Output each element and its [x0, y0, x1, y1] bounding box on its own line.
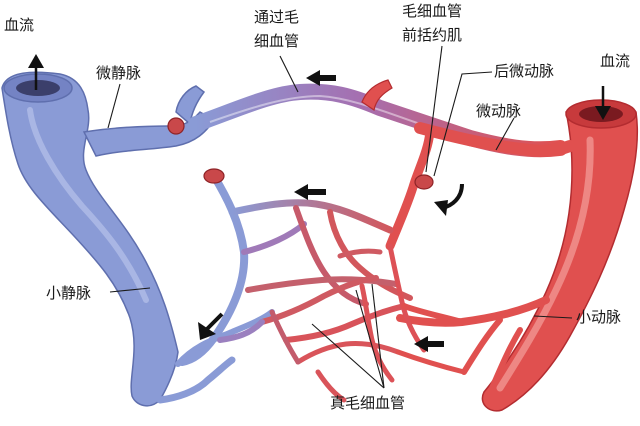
label-arteriole: 微动脉	[476, 102, 521, 120]
label-metarteriole: 后微动脉	[494, 62, 554, 80]
small-vein-highlight	[27, 107, 149, 303]
small-vein-vessel	[1, 71, 179, 407]
label-blood-flow-right: 血流	[600, 52, 630, 70]
label-thoroughfare-channel-1: 通过毛	[254, 8, 299, 26]
vein-lower-capillary	[178, 172, 249, 366]
arrow-down-artery	[595, 86, 611, 120]
arrow-left-channel	[306, 70, 336, 86]
label-precap-sphincter-1: 毛细血管	[402, 2, 462, 20]
label-venule: 微静脉	[96, 64, 141, 82]
label-true-capillaries: 真毛细血管	[330, 394, 405, 412]
metarteriole-vessel	[385, 127, 435, 251]
arrow-curved-metarteriole	[434, 183, 464, 216]
sphincter-1	[414, 174, 434, 190]
arrow-left-capillary-top	[294, 184, 326, 200]
precapillary-sphincters	[167, 117, 434, 190]
label-precap-sphincter-2: 前括约肌	[402, 26, 462, 44]
label-blood-flow-left: 血流	[4, 16, 34, 34]
arrow-left-lower-right	[414, 336, 444, 352]
vein-network	[1, 71, 275, 407]
sphincter-3	[167, 117, 185, 135]
arteriole-vessel	[414, 122, 576, 157]
true-capillaries-mesh	[217, 199, 467, 403]
small-artery-vessel	[481, 102, 638, 412]
small-artery-highlight	[496, 136, 594, 392]
label-small-artery: 小动脉	[576, 308, 621, 326]
arrow-diag-lower-left	[198, 312, 224, 340]
leader-lines	[107, 45, 573, 389]
arrow-up-vein	[28, 54, 44, 90]
label-thoroughfare-channel-2: 细血管	[254, 32, 299, 50]
sphincter-2	[203, 168, 225, 184]
label-small-vein: 小静脉	[46, 284, 91, 302]
flow-arrows	[28, 54, 611, 352]
